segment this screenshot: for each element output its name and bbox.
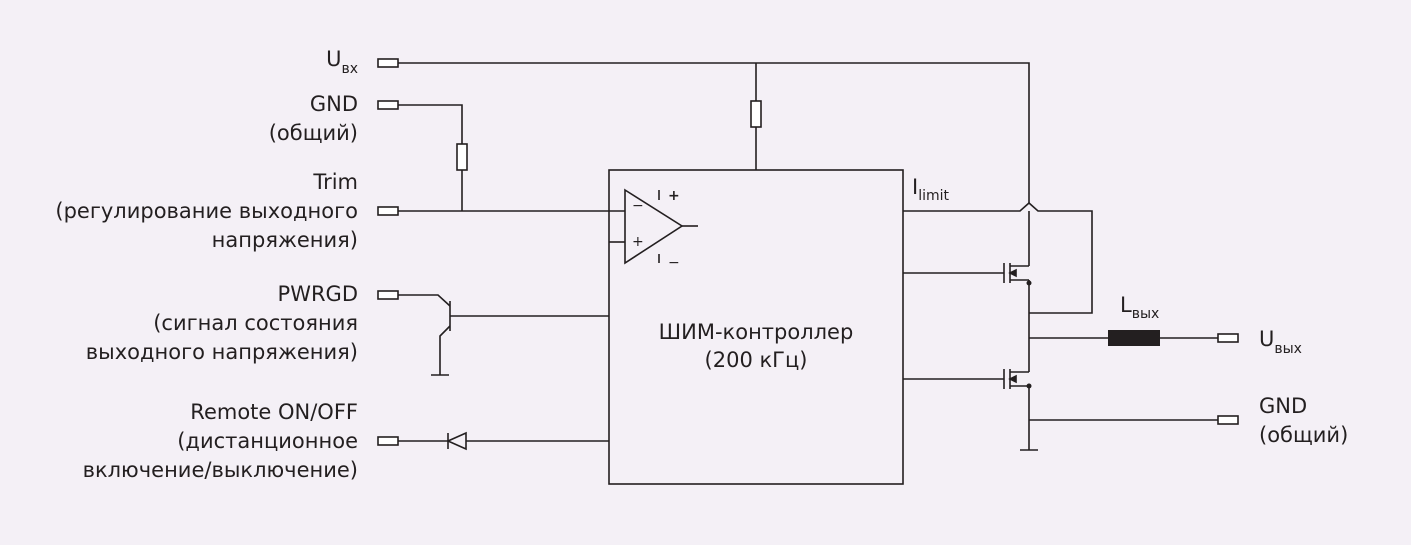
- resistor-top: [750, 100, 762, 128]
- pin-uout: [1217, 333, 1239, 343]
- opamp-noninverting-sign: +: [632, 234, 644, 250]
- opamp-inverting-sign: −: [632, 198, 644, 214]
- opamp-supply-plus: +: [668, 188, 680, 204]
- remote-diode: [398, 431, 609, 451]
- inductor-lout: [1108, 330, 1160, 346]
- label-pwrgd-desc2: выходного напряжения): [86, 340, 358, 364]
- pin-remote: [377, 436, 399, 446]
- label-remote-desc1: (дистанционное: [177, 429, 358, 453]
- mosfet-high: [903, 211, 1032, 338]
- label-trim: Trim: [312, 170, 358, 194]
- node-dot-low: [1026, 383, 1032, 389]
- label-remote: Remote ON/OFF: [190, 400, 358, 424]
- label-uin: Uвх: [326, 47, 358, 77]
- pwm-controller-block: [608, 169, 904, 485]
- opamp: [609, 188, 698, 265]
- label-gnd-out: GND: [1259, 394, 1307, 418]
- wire-gnd-trim: [398, 104, 625, 212]
- resistor-trim: [456, 143, 468, 171]
- label-remote-desc2: включение/выключение): [83, 458, 358, 482]
- label-lout: Lвых: [1120, 293, 1159, 322]
- label-trim-desc2: напряжения): [212, 228, 358, 252]
- label-gnd-in: GND: [310, 92, 358, 116]
- pin-pwrgd: [377, 290, 399, 300]
- controller-title: ШИМ-контроллер: [659, 320, 854, 344]
- label-gnd-out-desc: (общий): [1259, 423, 1348, 447]
- wire-ilimit: [903, 201, 1093, 314]
- pin-gnd-in: [377, 100, 399, 110]
- label-ilimit: Ilimit: [912, 175, 950, 204]
- wire-uin-bus: [398, 62, 1030, 203]
- label-trim-desc1: (регулирование выходного: [55, 199, 358, 223]
- label-pwrgd: PWRGD: [278, 282, 358, 306]
- opamp-supply-minus: −: [668, 255, 680, 271]
- node-dot-high: [1026, 280, 1032, 286]
- wire-output: [1029, 337, 1218, 421]
- pin-uin: [377, 58, 399, 68]
- pin-gnd-out: [1217, 415, 1239, 425]
- label-pwrgd-desc1: (сигнал состояния: [153, 311, 358, 335]
- pwrgd-transistor: [398, 294, 609, 376]
- label-gnd-in-desc: (общий): [269, 121, 358, 145]
- label-uout: Uвых: [1259, 327, 1302, 357]
- pin-trim: [377, 206, 399, 216]
- mosfet-low: [903, 338, 1038, 451]
- controller-frequency: (200 кГц): [705, 348, 808, 372]
